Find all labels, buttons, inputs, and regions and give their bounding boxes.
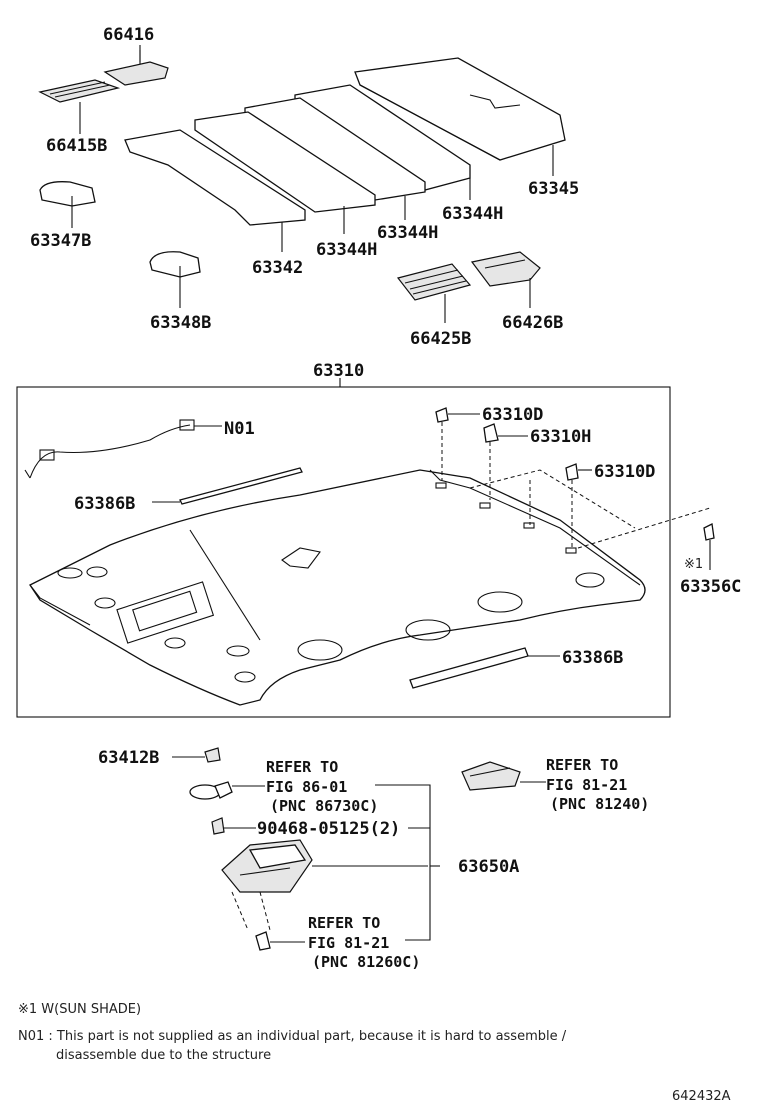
lamp-socket <box>189 781 265 800</box>
label-63347B: 63347B <box>30 231 91 251</box>
part-66425B <box>396 263 472 301</box>
part-66426B <box>470 251 541 287</box>
part-66415B <box>38 79 121 103</box>
svg-text:FIG 81-21: FIG 81-21 <box>308 934 389 952</box>
clip-63310D-a <box>435 407 480 480</box>
pad-63342 <box>124 129 306 226</box>
note-sunshade: ※1 W(SUN SHADE) <box>18 1002 141 1017</box>
svg-text:FIG 81-21: FIG 81-21 <box>546 776 627 794</box>
label-66425B: 66425B <box>410 329 471 349</box>
svg-text:FIG 86-01: FIG 86-01 <box>266 778 347 796</box>
label-63386B-a: 63386B <box>74 494 135 514</box>
label-63310H: 63310H <box>530 427 591 447</box>
note-n01-line1: N01 : This part is not supplied as an in… <box>18 1029 567 1044</box>
svg-text:(PNC 81260C): (PNC 81260C) <box>312 953 420 971</box>
label-63650A: 63650A <box>458 857 519 877</box>
screw-63412B <box>172 747 221 763</box>
block-63347B <box>39 181 96 207</box>
clip-63310H <box>483 423 528 500</box>
svg-text:REFER TO: REFER TO <box>308 914 380 932</box>
block-63348B <box>149 251 201 278</box>
label-66415B: 66415B <box>46 136 107 156</box>
screw-90468 <box>211 817 256 835</box>
label-63310D-b: 63310D <box>594 462 655 482</box>
label-63310D-a: 63310D <box>482 405 543 425</box>
clip-63356C <box>703 523 715 570</box>
label-63344H-b: 63344H <box>377 223 438 243</box>
ref-block-81260C: REFER TO FIG 81-21 (PNC 81260C) <box>308 914 420 971</box>
label-63386B-b: 63386B <box>562 648 623 668</box>
svg-text:REFER TO: REFER TO <box>266 758 338 776</box>
label-63348B: 63348B <box>150 313 211 333</box>
label-63412B: 63412B <box>98 748 159 768</box>
wire-harness-N01 <box>24 419 222 479</box>
room-lamp <box>461 761 521 791</box>
svg-text:REFER TO: REFER TO <box>546 756 618 774</box>
label-63344H-a: 63344H <box>316 240 377 260</box>
label-63345: 63345 <box>528 179 579 199</box>
ref-block-86730C: REFER TO FIG 86-01 (PNC 86730C) <box>266 758 378 815</box>
label-63356C: 63356C <box>680 577 741 597</box>
label-90468: 90468-05125(2) <box>257 819 400 839</box>
pad-63344H-a <box>194 111 376 213</box>
clip-63310D-b <box>565 463 592 548</box>
svg-text:(PNC 81240): (PNC 81240) <box>550 795 649 813</box>
note-n01-line2: disassemble due to the structure <box>56 1048 271 1063</box>
headliner-frame <box>16 386 671 718</box>
svg-text:(PNC 86730C): (PNC 86730C) <box>270 797 378 815</box>
label-63310: 63310 <box>313 361 364 381</box>
ref-block-81240: REFER TO FIG 81-21 (PNC 81240) <box>546 756 649 813</box>
figure-id: 642432A <box>672 1089 731 1104</box>
label-63342: 63342 <box>252 258 303 278</box>
label-N01: N01 <box>224 419 255 439</box>
rail-63386B-b <box>409 647 560 689</box>
label-63344H-c: 63344H <box>442 204 503 224</box>
bulb <box>255 931 305 951</box>
console-63650A <box>221 839 428 931</box>
pad-63345 <box>354 57 566 161</box>
label-66416: 66416 <box>103 25 154 45</box>
headliner-63310 <box>29 469 646 706</box>
label-63356C-mark: ※1 <box>684 557 703 572</box>
part-66416 <box>103 50 169 86</box>
label-66426B: 66426B <box>502 313 563 333</box>
rail-63386B-a <box>152 467 303 505</box>
